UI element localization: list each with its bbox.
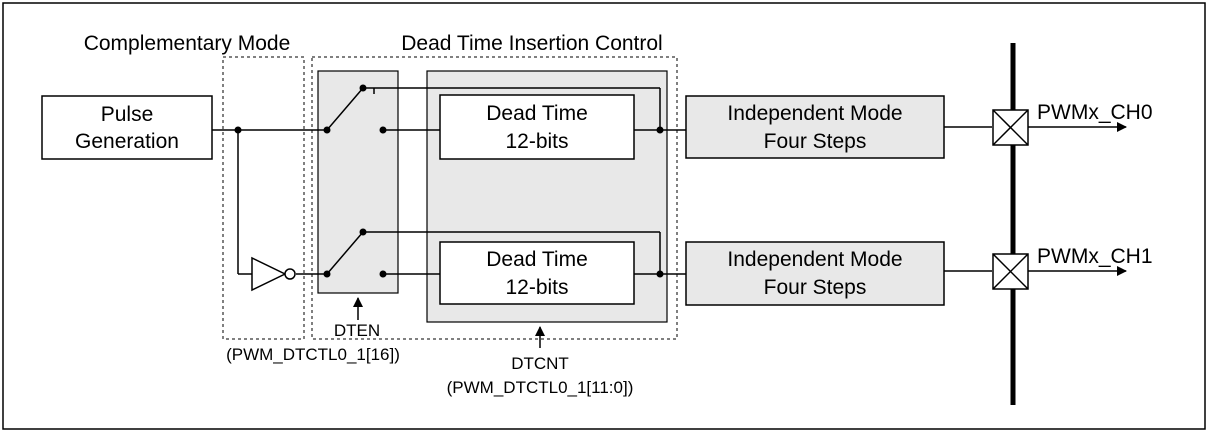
pwm-ch0-label: PWMx_CH0 bbox=[1037, 101, 1153, 124]
output-switch-ch0-icon bbox=[992, 109, 1029, 146]
independent-mode-lower-block bbox=[685, 241, 945, 306]
dead-time-insertion-region bbox=[311, 56, 678, 340]
dead-time-upper-block bbox=[439, 94, 635, 160]
dead-time-lower-line2: 12-bits bbox=[505, 276, 568, 299]
independent-upper-line1: Independent Mode bbox=[727, 102, 902, 125]
pulse-generation-line1: Pulse bbox=[101, 103, 154, 126]
pwm-ch1-label: PWMx_CH1 bbox=[1037, 245, 1153, 268]
dead-time-upper-line1: Dead Time bbox=[486, 102, 588, 125]
independent-mode-upper-block bbox=[685, 95, 945, 159]
independent-upper-line2: Four Steps bbox=[764, 130, 867, 153]
inverter-icon bbox=[251, 256, 296, 292]
output-switch-ch1-icon bbox=[992, 253, 1029, 290]
complementary-mode-region bbox=[222, 56, 305, 340]
independent-lower-line2: Four Steps bbox=[764, 276, 867, 299]
complementary-mode-label: Complementary Mode bbox=[84, 32, 291, 55]
pulse-generation-block bbox=[41, 95, 213, 160]
dtcnt-register-label: (PWM_DTCTL0_1[11:0]) bbox=[447, 378, 634, 397]
dtcnt-label: DTCNT bbox=[511, 354, 569, 373]
dten-register-label: (PWM_DTCTL0_1[16]) bbox=[226, 345, 400, 364]
dead-time-insertion-control-label: Dead Time Insertion Control bbox=[401, 32, 662, 55]
dten-label: DTEN bbox=[334, 321, 380, 340]
dten-switch-block bbox=[317, 70, 399, 294]
junction-dots bbox=[234, 84, 664, 278]
dead-time-lower-block bbox=[439, 241, 635, 305]
dead-time-lower-line1: Dead Time bbox=[486, 248, 588, 271]
pulse-generation-line2: Generation bbox=[75, 130, 179, 153]
independent-lower-line1: Independent Mode bbox=[727, 248, 902, 271]
signal-wires bbox=[212, 87, 992, 275]
dead-time-upper-line2: 12-bits bbox=[505, 130, 568, 153]
